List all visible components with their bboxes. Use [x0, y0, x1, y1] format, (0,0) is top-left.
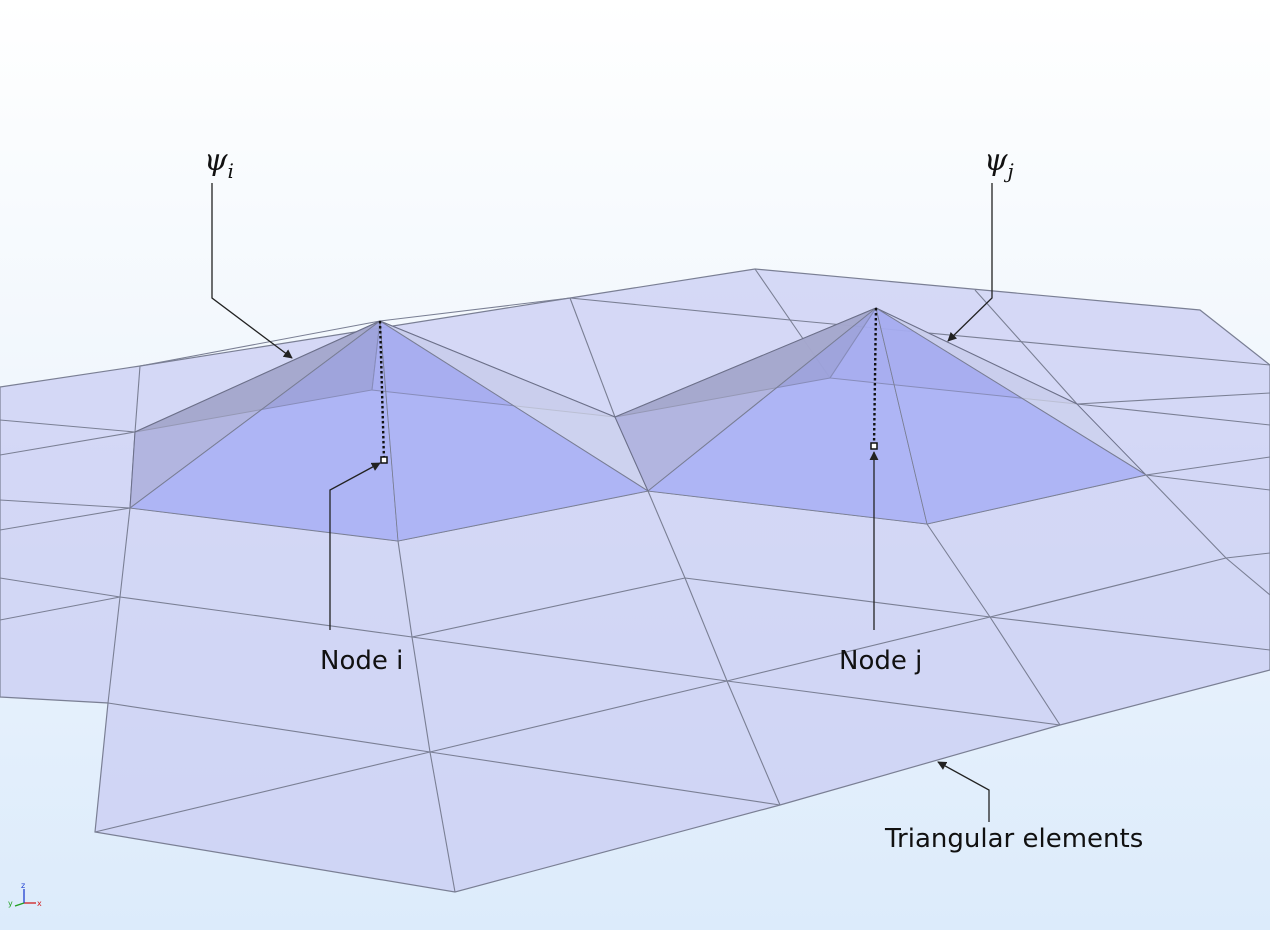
axis-x-label: x — [37, 899, 42, 908]
basis-function-i-pyramid — [128, 320, 650, 542]
axis-triad: x z y — [8, 881, 42, 908]
leader-lines — [211, 183, 993, 822]
psi-i-label: ψi — [204, 143, 234, 183]
axis-y-label: y — [8, 899, 13, 908]
basis-function-j-pyramid — [614, 306, 1148, 525]
node-j-marker — [870, 442, 878, 450]
node-i-leader — [329, 462, 381, 630]
psi-j-leader — [947, 183, 993, 342]
node-j-label: Node j — [839, 646, 922, 676]
node-i-height-line — [378, 320, 386, 461]
elements-leader — [937, 761, 990, 822]
psi-j-label: ψj — [984, 143, 1014, 183]
mesh-plane — [0, 268, 1270, 893]
pyramid-j-face-front-right — [875, 307, 1148, 525]
triangular-mesh — [0, 268, 1270, 893]
psi-i-leader — [211, 183, 293, 359]
axis-z-label: z — [21, 881, 25, 890]
y-axis-icon — [14, 902, 25, 907]
node-j-height-line — [872, 307, 878, 447]
pyramid-i-face-front-right — [379, 320, 650, 542]
node-i-label: Node i — [320, 646, 403, 676]
triangular-elements-label: Triangular elements — [884, 824, 1143, 854]
node-i-marker — [380, 456, 388, 464]
